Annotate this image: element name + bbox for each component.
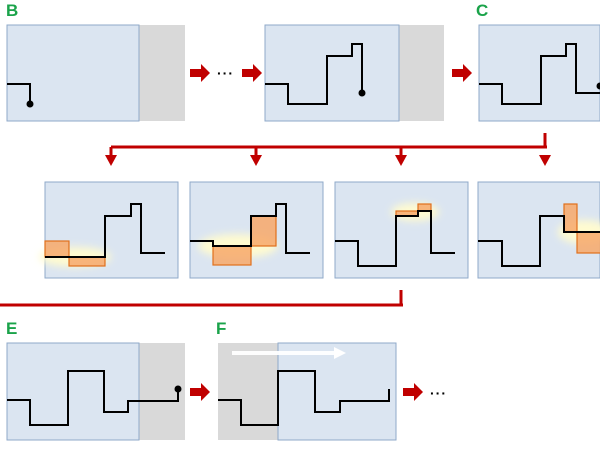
branch-connector: [105, 133, 551, 166]
panel-e: [6, 342, 185, 441]
candidate-panel-4: [477, 181, 600, 279]
branch-arrowhead-3: [395, 155, 407, 166]
panel-c: [478, 24, 600, 122]
ellipsis-bottom: ···: [430, 385, 447, 401]
label-c: C: [476, 1, 489, 20]
branch-arrowhead-2: [250, 155, 262, 166]
panel-intermediate-trace: [265, 43, 363, 105]
candidate-1-highlight-a: [44, 240, 70, 258]
panel-c-trace: [479, 43, 600, 105]
candidate-4-highlight-b: [576, 231, 600, 254]
arrow-f-right: [403, 383, 423, 401]
candidate-panel-3: [334, 181, 469, 279]
panel-intermediate: [264, 24, 444, 122]
candidate-3-trace: [335, 210, 455, 267]
candidate-4-trace: [478, 215, 600, 267]
candidate-1-trace: [45, 203, 165, 258]
candidate-2-trace: [190, 203, 310, 254]
label-b: B: [6, 1, 19, 20]
panel-e-trace: [7, 370, 179, 426]
panel-e-endpoint-dot: [174, 385, 182, 393]
branch-arrowhead-4: [539, 155, 551, 166]
panel-b-gray-area: [139, 25, 185, 121]
panel-intermediate-gray-area: [399, 25, 444, 121]
candidate-1-highlight-b: [68, 256, 106, 267]
label-e: E: [6, 319, 18, 338]
candidate-panel-1: [39, 181, 179, 279]
panel-b-trace: [7, 83, 31, 104]
panel-c-window: [478, 24, 600, 122]
window-shift-arrow-head: [334, 347, 346, 359]
candidate-panel-2: [189, 181, 324, 279]
panel-f-trace: [218, 370, 390, 426]
ellipsis-top: ···: [217, 65, 234, 81]
candidate-2-highlight-a: [212, 245, 252, 266]
arrow-e-to-f: [190, 383, 210, 401]
panel-intermediate-endpoint-dot: [358, 89, 366, 97]
arrow-to-panel2: [242, 64, 262, 82]
panel-b-window: [6, 24, 140, 122]
selection-connector: [0, 290, 403, 307]
panel-f-window: [277, 342, 397, 441]
label-f: F: [216, 319, 227, 338]
panel-b: [6, 24, 185, 122]
panel-f-gray-area: [218, 343, 278, 440]
panel-b-endpoint-dot: [26, 100, 34, 108]
panel-intermediate-window: [264, 24, 400, 122]
panel-c-endpoint-dot: [596, 82, 600, 90]
arrow-to-panel-c: [452, 64, 472, 82]
arrow-b-right: [190, 64, 210, 82]
branch-arrowhead-1: [105, 155, 117, 166]
panel-e-window: [6, 342, 140, 441]
candidate-3-highlight-b: [417, 203, 432, 212]
panel-f: [218, 342, 397, 441]
candidate-4-highlight-a: [563, 203, 578, 233]
candidate-2-highlight-b: [250, 215, 277, 247]
